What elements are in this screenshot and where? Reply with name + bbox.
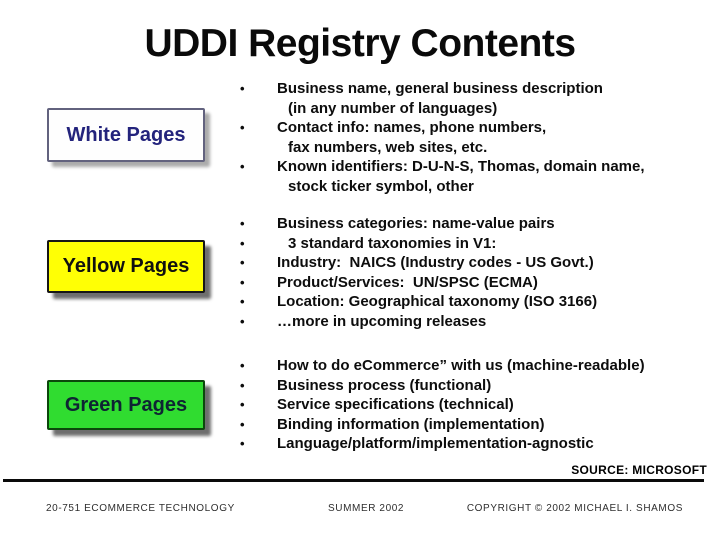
bullet-icon: • [240,397,245,412]
green-pages-bullet-list: • How to do eCommerce” with us (machine-… [238,356,716,454]
bullet-line: • Language/platform/implementation-agnos… [238,434,716,454]
bullet-text: …more in upcoming releases [277,312,487,330]
bullet-icon: • [240,159,245,174]
bullet-line-continuation: fax numbers, web sites, etc. [238,138,716,158]
source-note: SOURCE: MICROSOFT [571,463,707,477]
bullet-text: How to do eCommerce” with us (machine-re… [277,357,645,374]
bullet-line: • Business process (functional) [238,376,716,396]
bullet-line-continuation: (in any number of languages) [238,99,716,119]
yellow-pages-bullet-list: • Business categories: name-value pairs … [238,214,716,331]
bullet-line: • …more in upcoming releases [238,312,716,332]
bullet-icon: • [240,294,245,309]
bullet-icon: • [240,81,245,96]
footer-term: SUMMER 2002 [328,503,405,514]
bullet-text: stock ticker symbol, other [288,177,474,195]
bullet-icon: • [240,216,245,231]
bullet-text: Industry: NAICS (Industry codes - US Gov… [277,254,594,271]
bullet-text: fax numbers, web sites, etc. [288,138,488,156]
bullet-text: Contact info: names, phone numbers, [277,119,547,136]
bullet-line: • How to do eCommerce” with us (machine-… [238,356,716,376]
bullet-line: • Business categories: name-value pairs [238,214,716,234]
bullet-icon: • [240,235,245,251]
bullet-line: • Business name, general business descri… [238,79,716,99]
bullet-line: • Industry: NAICS (Industry codes - US G… [238,253,716,273]
bullet-text: Language/platform/implementation-agnosti… [277,435,594,452]
bullet-text: Location: Geographical taxonomy (ISO 316… [277,293,598,310]
bullet-icon: • [240,358,245,373]
bullet-line: • Service specifications (technical) [238,395,716,415]
footer-course: 20-751 ECOMMERCE TECHNOLOGY [46,503,235,514]
bullet-line: • Product/Services: UN/SPSC (ECMA) [238,273,716,293]
bullet-icon: • [240,313,245,329]
white-pages-bullet-list: • Business name, general business descri… [238,79,716,196]
green-pages-box: Green Pages [47,380,205,430]
white-pages-box: White Pages [47,108,205,162]
bullet-text: Service specifications (technical) [277,396,514,413]
bullet-line-continuation: stock ticker symbol, other [238,177,716,197]
bullet-line: • Binding information (implementation) [238,415,716,435]
bullet-icon: • [240,377,245,393]
bullet-line: • Location: Geographical taxonomy (ISO 3… [238,292,716,312]
bullet-text: Binding information (implementation) [277,415,545,433]
slide-title: UDDI Registry Contents [144,22,576,65]
bullet-text: Product/Services: UN/SPSC (ECMA) [277,273,538,291]
bullet-icon: • [240,120,245,135]
bullet-text: Business name, general business descript… [277,80,603,97]
bullet-icon: • [240,255,245,270]
bullet-text: Business process (functional) [277,376,492,394]
bullet-text: Known identifiers: D-U-N-S, Thomas, doma… [277,158,645,175]
yellow-pages-label: Yellow Pages [62,255,190,277]
bullet-icon: • [240,274,245,290]
bullet-text: 3 standard taxonomies in V1: [288,234,497,252]
bullet-icon: • [240,416,245,432]
bullet-line: • Known identifiers: D-U-N-S, Thomas, do… [238,157,716,177]
bullet-icon: • [240,436,245,451]
green-pages-label: Green Pages [64,393,188,416]
bullet-text: (in any number of languages) [288,99,498,117]
bullet-text: Business categories: name-value pairs [277,215,555,232]
bullet-line: • Contact info: names, phone numbers, [238,118,716,138]
footer-copyright: COPYRIGHT © 2002 MICHAEL I. SHAMOS [466,503,683,514]
bullet-line: • 3 standard taxonomies in V1: [238,234,716,254]
yellow-pages-box: Yellow Pages [47,240,205,293]
footer-divider-line [3,479,704,482]
white-pages-label: White Pages [66,123,186,146]
